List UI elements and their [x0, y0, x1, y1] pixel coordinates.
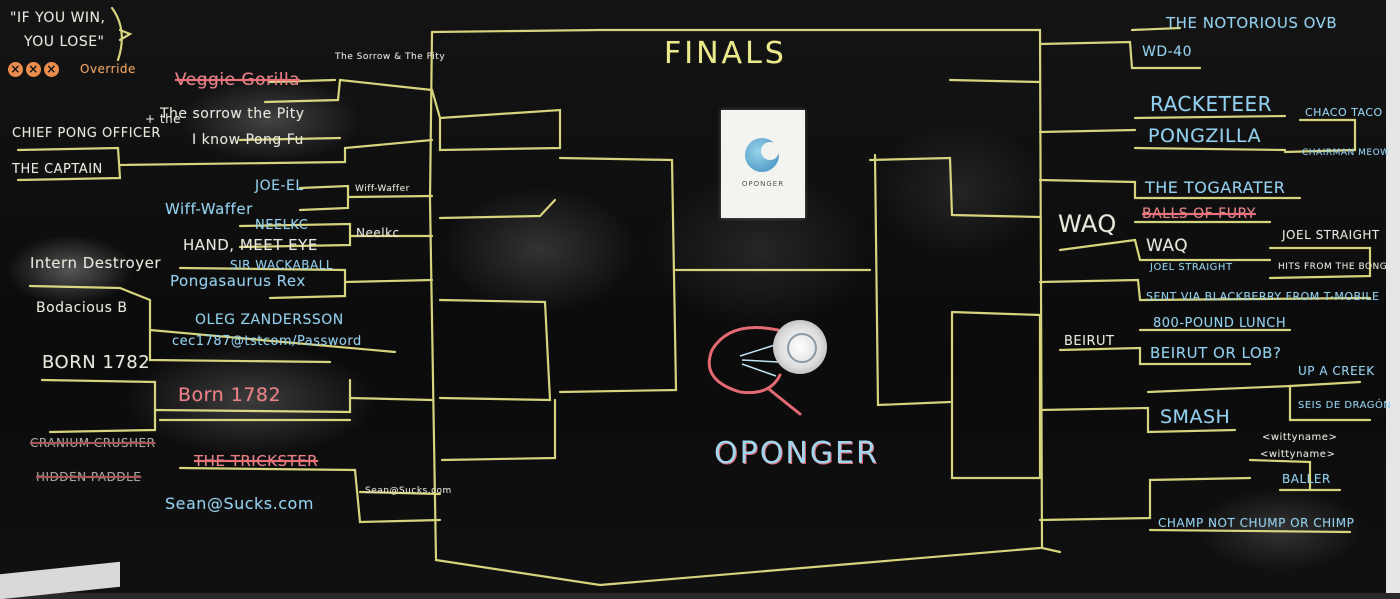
entry-left: NEELKC: [255, 218, 309, 233]
entry-right: WAQ: [1146, 236, 1189, 256]
entry-right-r2: BEIRUT: [1064, 334, 1115, 349]
frame-outline-left: [428, 30, 1042, 587]
entry-left: Pongasaurus Rex: [170, 272, 306, 290]
entry-right: THE TOGARATER: [1145, 178, 1286, 197]
entry-right: <wittyname>: [1262, 432, 1338, 443]
rule-line-1: "IF YOU WIN,: [10, 10, 106, 26]
brand-name: OPONGER: [714, 436, 879, 471]
entry-right: PONGZILLA: [1148, 125, 1262, 147]
entry-left: Bodacious B: [36, 300, 128, 316]
entry-left: HIDDEN PADDLE: [36, 470, 142, 484]
entry-right: CHACO TACO: [1305, 106, 1383, 119]
strike-x-icon: ×: [26, 62, 41, 77]
entry-left: CHIEF PONG OFFICER: [12, 126, 161, 141]
entry-left: I know Pong Fu: [192, 132, 304, 148]
plus-note: + the: [145, 112, 182, 126]
entry-right: <wittyname>: [1260, 449, 1336, 460]
strike-marks: ×××: [8, 62, 62, 77]
entry-right: HITS FROM THE BONG: [1278, 262, 1388, 272]
entry-right: THE NOTORIOUS OVB: [1166, 14, 1338, 32]
entry-left: THE CAPTAIN: [12, 162, 103, 177]
entry-left: THE TRICKSTER: [194, 452, 319, 470]
entry-left: CRANIUM CRUSHER: [30, 436, 156, 450]
entry-right: BEIRUT OR LOB?: [1150, 344, 1282, 362]
entry-left: BORN 1782: [42, 352, 151, 373]
override-label: Override: [80, 62, 136, 76]
entry-right: JOEL STRAIGHT: [1282, 228, 1380, 242]
entry-left-r2: The Sorrow & The Pity: [335, 52, 446, 62]
entry-left: The sorrow the Pity: [160, 106, 305, 122]
entry-left: HAND, MEET EYE: [183, 236, 318, 254]
strike-x-icon: ×: [44, 62, 59, 77]
entry-right: UP A CREEK: [1298, 364, 1375, 378]
entry-left-r2: Wiff-Waffer: [355, 184, 410, 194]
entry-left: cec1787@tstcom/Password: [172, 334, 362, 349]
oponger-logo-icon: [745, 138, 779, 172]
entry-right: WD-40: [1142, 44, 1192, 60]
entry-left: Intern Destroyer: [30, 254, 161, 272]
strike-x-icon: ×: [8, 62, 23, 77]
entry-left-r2: Sean@Sucks.com: [365, 486, 452, 496]
entry-left: OLEG ZANDERSSON: [195, 312, 344, 328]
entry-right: 800-POUND LUNCH: [1153, 316, 1287, 331]
entry-right: SMASH: [1160, 406, 1231, 428]
page-title: FINALS: [664, 36, 787, 71]
entry-right: BALLER: [1282, 472, 1331, 486]
entry-right: CHAMP NOT CHUMP OR CHIMP: [1158, 516, 1355, 530]
entry-right-r2: WAQ: [1058, 210, 1117, 238]
entry-right: RACKETEER: [1150, 92, 1273, 116]
ping-pong-ball-icon: [773, 320, 827, 374]
entry-left: SIR WACKABALL: [230, 258, 334, 272]
oponger-poster: OPONGER: [721, 110, 805, 218]
entry-left: Veggie Gorilla: [175, 70, 301, 90]
entry-right: SENT VIA BLACKBERRY FROM T-MOBILE: [1146, 290, 1380, 303]
entry-left: Born 1782: [178, 384, 282, 406]
entry-left-r2: Neelkc: [356, 226, 400, 240]
entry-right: JOEL STRAIGHT: [1150, 262, 1233, 273]
entry-left: JOE-EL: [255, 178, 304, 194]
poster-label: OPONGER: [741, 180, 785, 188]
entry-right: CHAIRMAN MEOW: [1302, 148, 1390, 158]
entry-right: SEIS DE DRAGÓN: [1298, 400, 1392, 411]
rule-line-2: YOU LOSE": [24, 34, 105, 50]
entry-right: BALLS OF FURY: [1142, 206, 1256, 222]
entry-left: Sean@Sucks.com: [165, 494, 314, 513]
frame-outline-right: [430, 28, 1062, 554]
entry-left: Wiff-Waffer: [165, 200, 253, 218]
